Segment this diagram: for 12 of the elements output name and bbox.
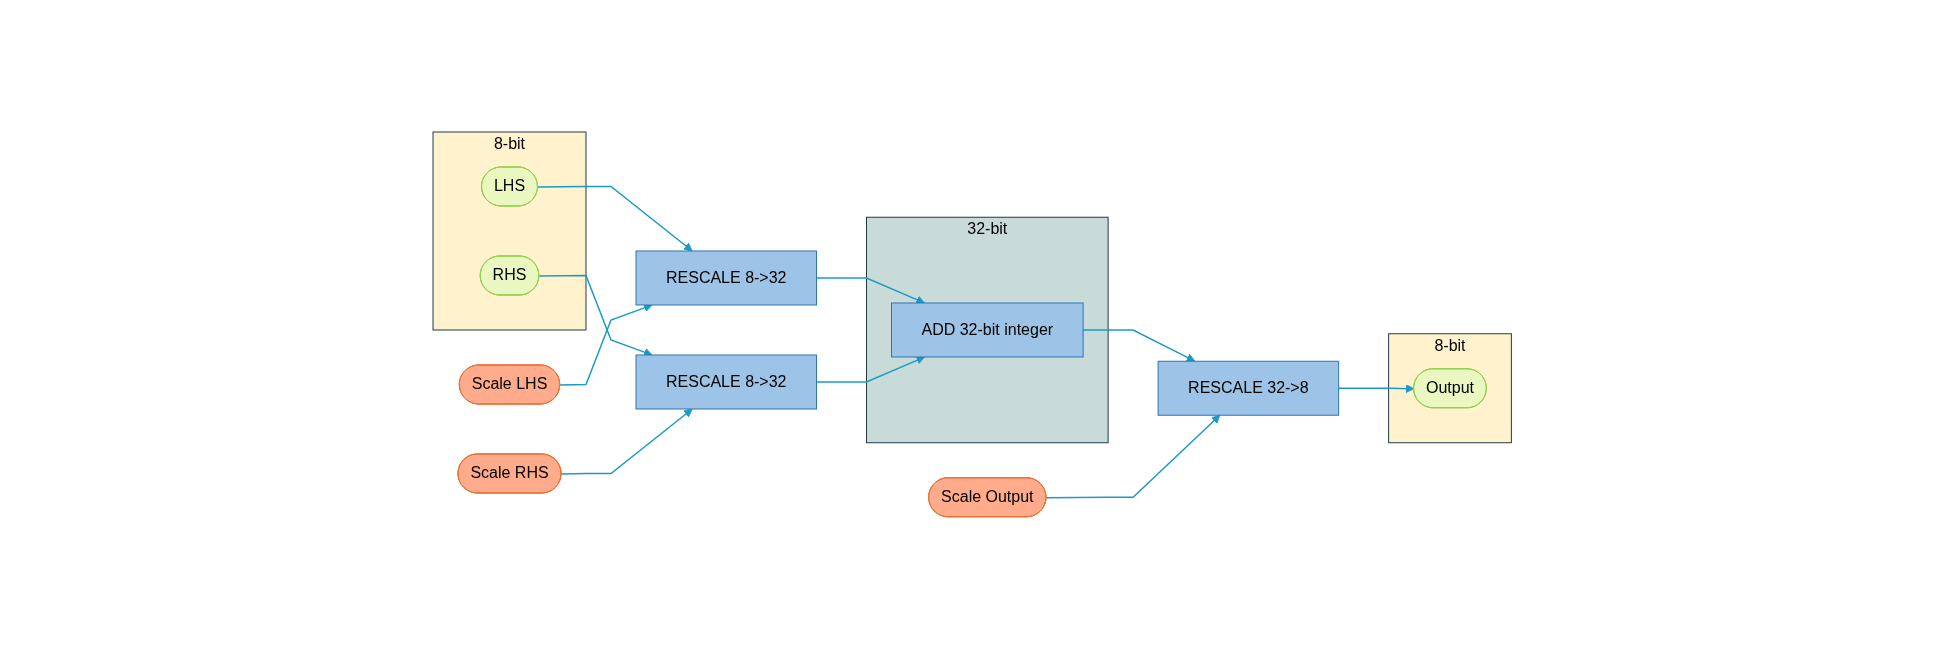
arrow bbox=[1082, 328, 1196, 362]
arrow bbox=[559, 303, 653, 386]
node-box: RESCALE 8->32 bbox=[635, 354, 817, 410]
arrow bbox=[815, 276, 925, 304]
node-box: RESCALE 32->8 bbox=[1157, 360, 1339, 416]
arrow bbox=[815, 355, 925, 383]
node-box: ADD 32-bit integer bbox=[890, 302, 1084, 358]
arrow bbox=[537, 185, 693, 251]
arrow bbox=[560, 408, 693, 475]
arrow bbox=[1337, 383, 1415, 393]
arrow bbox=[1045, 414, 1220, 499]
node-box: RESCALE 8->32 bbox=[635, 250, 817, 306]
